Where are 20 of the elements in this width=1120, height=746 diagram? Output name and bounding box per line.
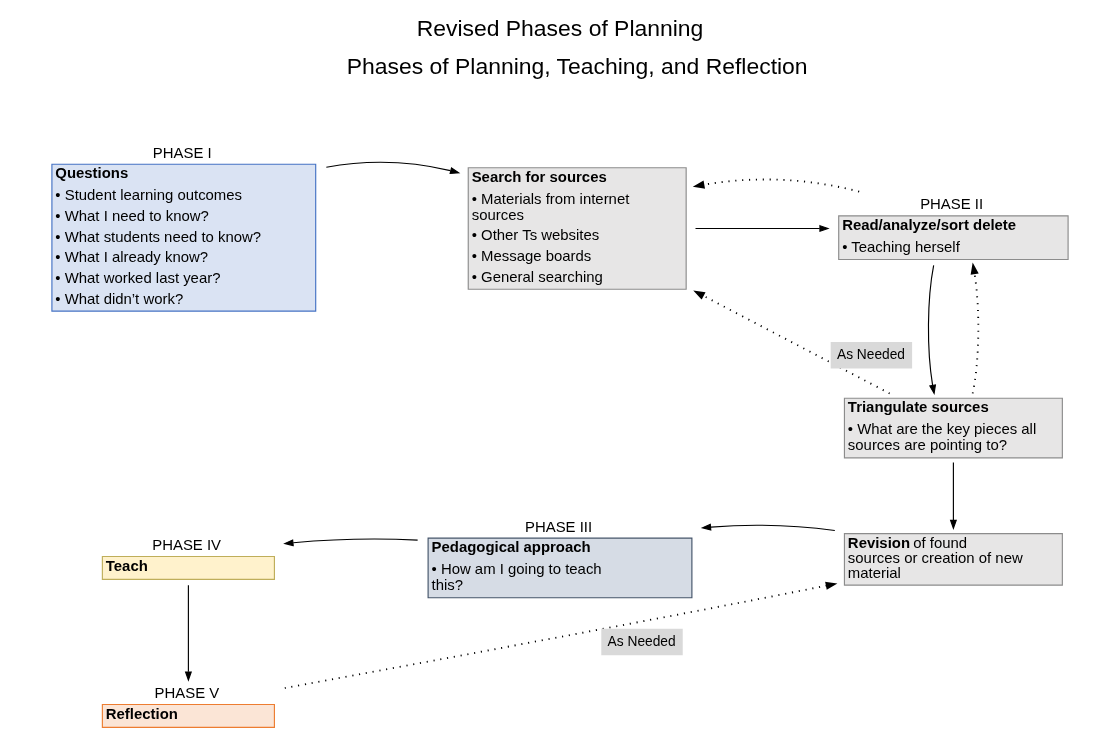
arrow (700, 523, 836, 532)
edge-label: As Needed (836, 347, 906, 363)
node-label: PHASE I (152, 144, 212, 161)
node-label: PHASE V (154, 685, 220, 702)
arrow (694, 224, 830, 233)
edge-label: As Needed (607, 634, 676, 650)
node-label: PHASE III (525, 518, 593, 535)
node-label: PHASE II (920, 196, 984, 213)
node-label: PHASE IV (152, 537, 222, 554)
arrow (283, 538, 419, 547)
arrow (283, 581, 838, 689)
arrow (325, 161, 461, 175)
label: Phases of Planning, Teaching, and Reflection (346, 52, 808, 79)
arrow (949, 462, 958, 531)
arrow (693, 290, 891, 395)
arrow (692, 178, 861, 193)
diagram-title: Revised Phases of Planning (416, 14, 704, 41)
arrow (184, 584, 192, 682)
arrow (927, 264, 937, 396)
arrow (970, 262, 980, 395)
